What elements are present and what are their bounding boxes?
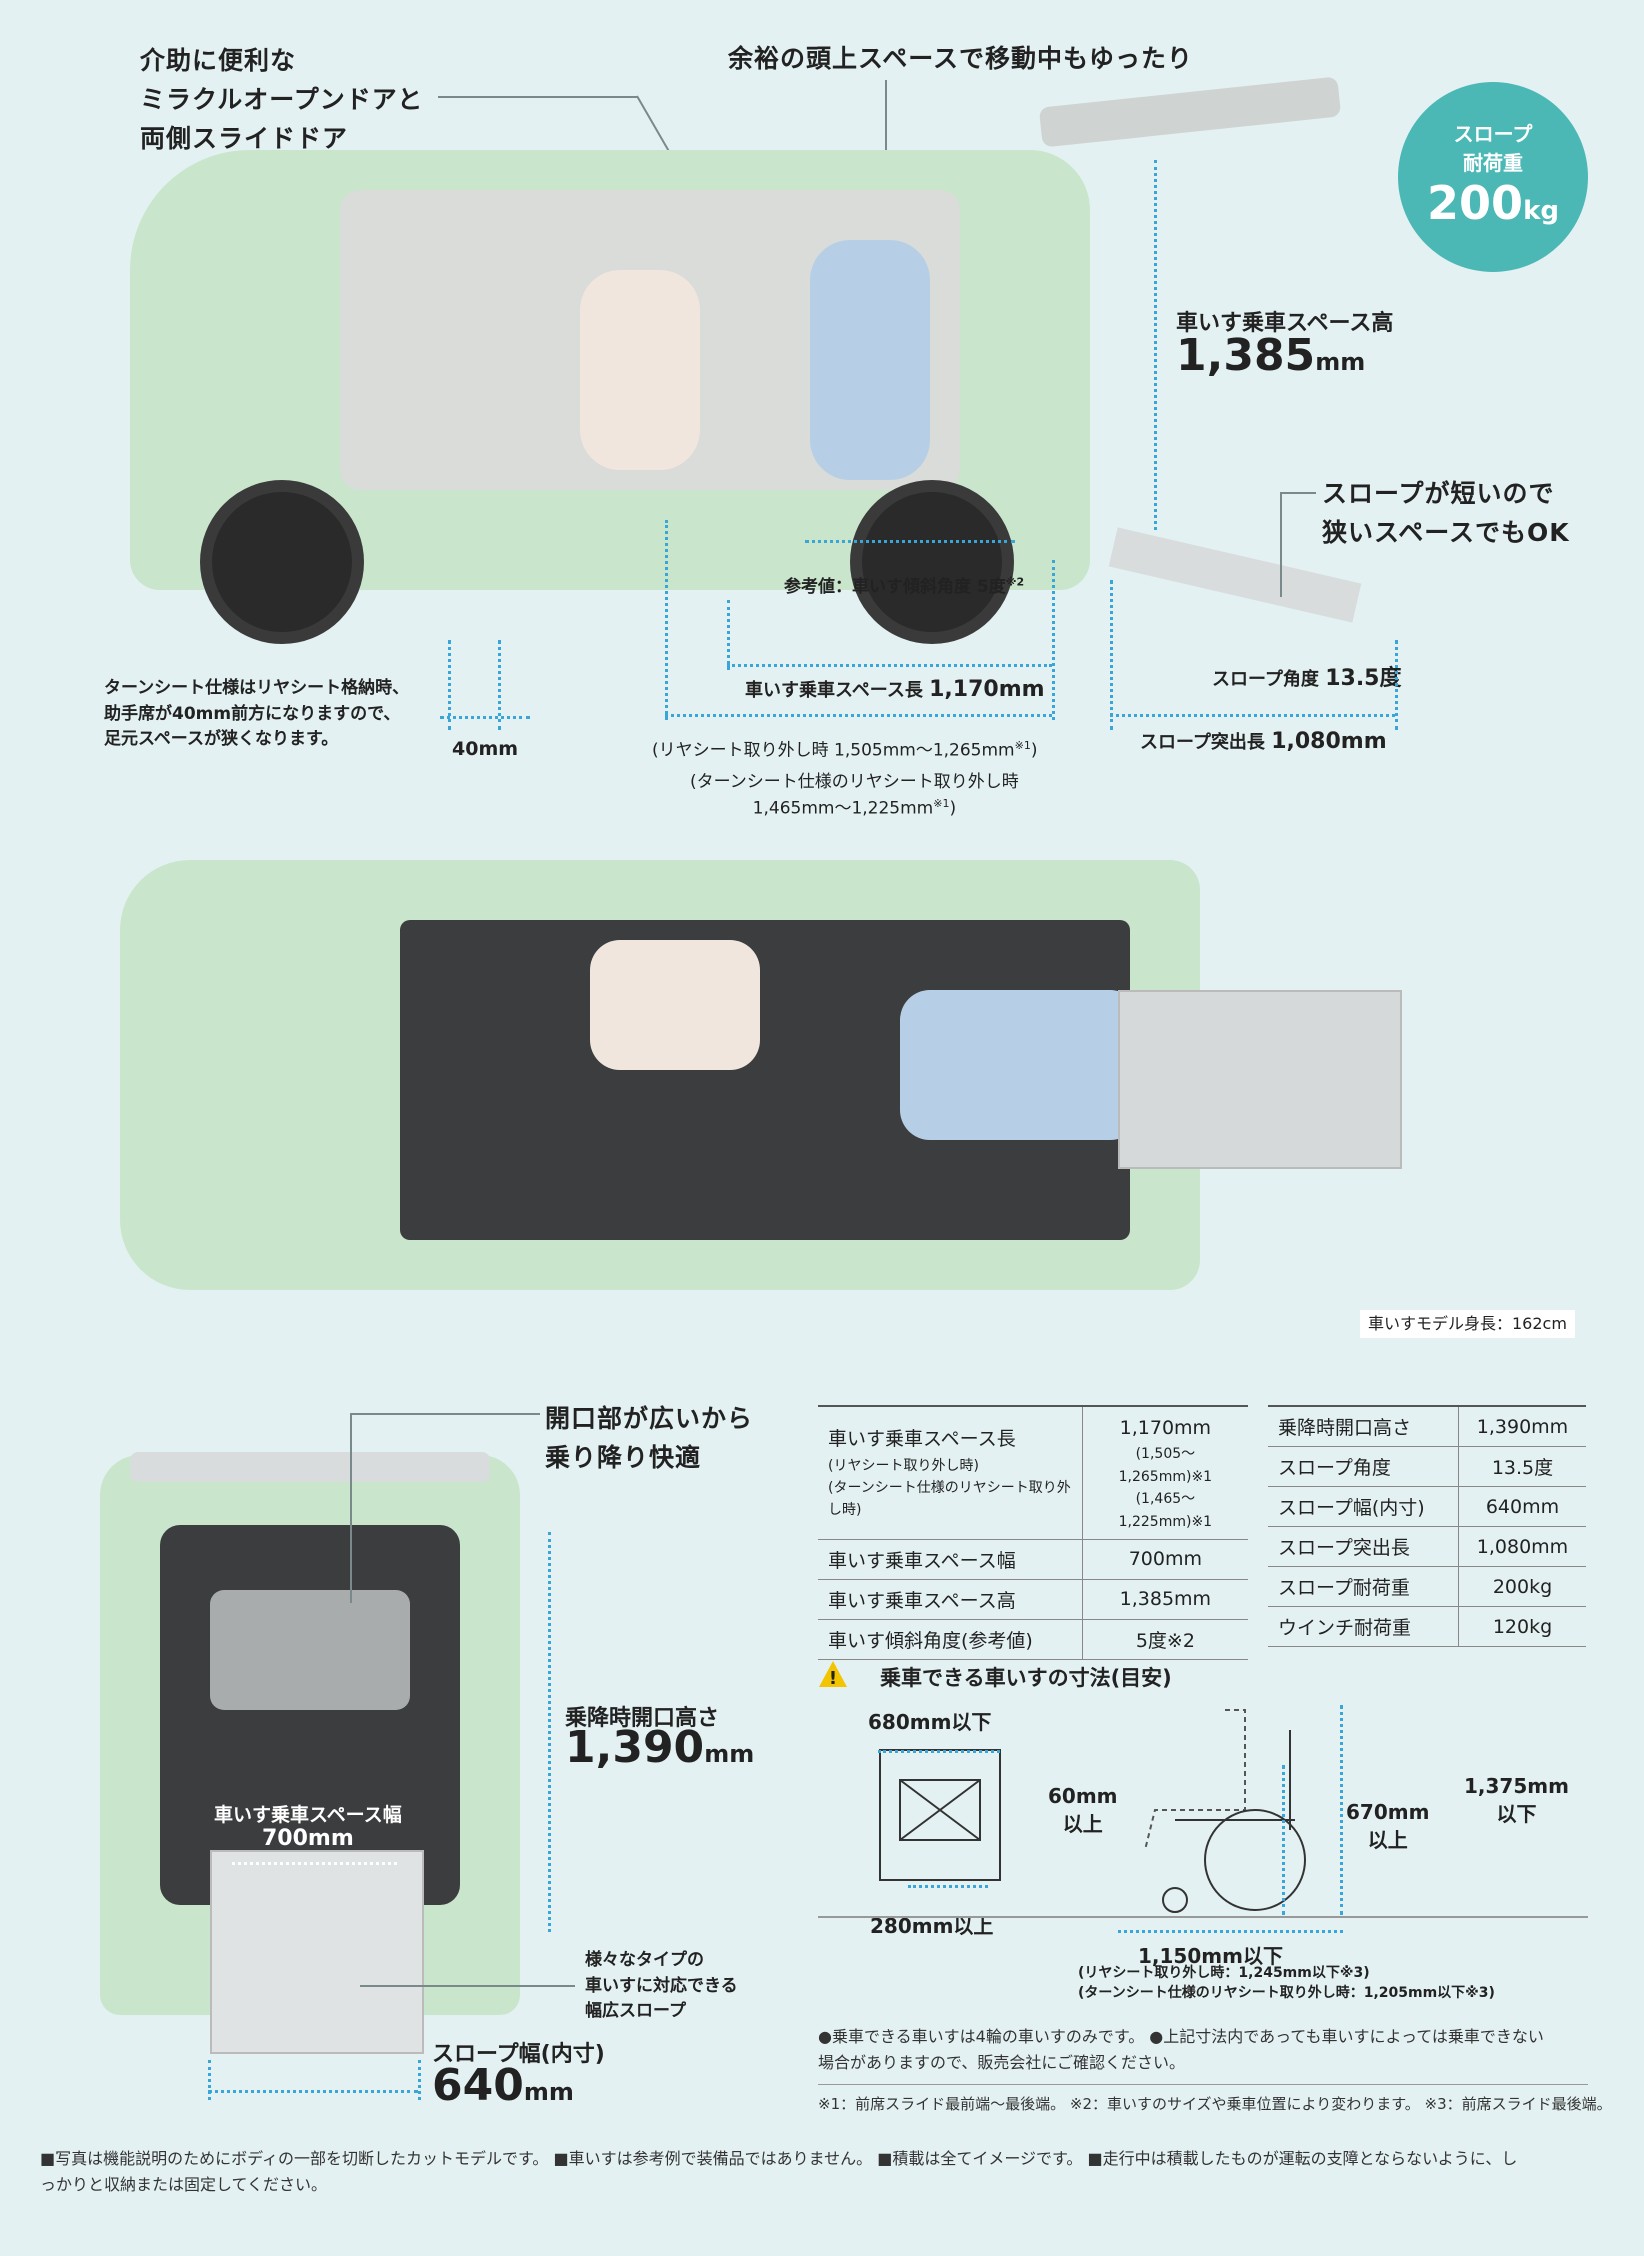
spec-table-left: 車いす乗車スペース長 (リヤシート取り外し時) (ターンシート仕様のリヤシート取… — [818, 1404, 1248, 1660]
width-value: 700mm — [262, 1826, 354, 1851]
forty-mm: 40mm — [452, 738, 519, 760]
front-wheel — [200, 480, 364, 644]
turn-removed-note: (ターンシート仕様のリヤシート取り外し時 1,465mm〜1,225mm※1) — [690, 772, 1019, 819]
ramp-angle: スロープ角度 13.5度 — [1212, 666, 1402, 691]
opening-height-value: 1,390mm — [565, 1722, 755, 1773]
mid-height-label: 670mm 以上 — [1346, 1800, 1430, 1852]
side-car-illustration — [130, 150, 1110, 644]
width-line — [232, 1862, 397, 1865]
height-dimension-line — [1154, 160, 1157, 530]
ramp-width-label: スロープ幅(内寸) — [432, 2042, 605, 2067]
length-max-label: 1,150mm以下 — [1138, 1944, 1283, 1968]
length-notes: (リヤシート取り外し時：1,245mm以下※3) (ターンシート仕様のリヤシート… — [1078, 1965, 1495, 2001]
width-max-line — [878, 1750, 1000, 1753]
leader-line — [350, 1413, 540, 1415]
ext-line — [1110, 580, 1113, 730]
model-height-label: 車いすモデル身長：162cm — [1360, 1310, 1575, 1338]
tilt-line — [805, 540, 1015, 543]
ramp-length: スロープ突出長 1,080mm — [1140, 729, 1387, 754]
leader-line — [350, 1413, 352, 1603]
wheelchair-passenger-figure — [810, 240, 930, 480]
rear-wheel — [850, 480, 1014, 644]
width-max-label: 680mm以下 — [868, 1710, 992, 1734]
length-label: 車いす乗車スペース長 1,170mm — [745, 677, 1045, 702]
base-min-line — [908, 1885, 988, 1888]
total-height-line — [1340, 1705, 1343, 1915]
height-value: 1,385mm — [1176, 330, 1366, 381]
rear-hatch-open — [1038, 76, 1342, 148]
conditions-note: ●乗車できる車いすは4輪の車いすのみです。 ●上記寸法内であっても車いすによって… — [818, 2027, 1544, 2072]
ext-line — [448, 640, 451, 730]
disclaimer: ■写真は機能説明のためにボディの一部を切断したカットモデルです。 ■車いすは参考… — [40, 2149, 1518, 2194]
ext-line — [665, 520, 668, 720]
ext-line — [1395, 640, 1398, 730]
leader-line — [1280, 492, 1316, 494]
ext-line — [1052, 560, 1055, 720]
ramp-width-value: 640mm — [432, 2060, 574, 2111]
callout-ramp-short: スロープが短いので 狭いスペースでもOK — [1322, 479, 1570, 547]
driver-top-figure — [590, 940, 760, 1070]
callout-doors: 介助に便利な ミラクルオープンドアと 両側スライドドア — [140, 46, 424, 153]
rear-removed-note: (リヤシート取り外し時 1,505mm〜1,265mm※1) — [652, 739, 1038, 761]
total-height-label: 1,375mm 以下 — [1464, 1774, 1569, 1826]
turn-seat-note: ターンシート仕様はリヤシート格納時、 助手席が40mm前方になりますので、 足元… — [104, 678, 410, 749]
table-row: スロープ幅(内寸)640mm — [1268, 1486, 1586, 1527]
svg-text:!: ! — [829, 1668, 837, 1688]
rear-hatch — [130, 1452, 490, 1482]
tilt-label: 参考値：車いす傾斜角度 5度※2 — [784, 575, 1025, 597]
seat-height-label: 60mm 以上 — [1048, 1784, 1118, 1836]
rear-opening — [160, 1525, 460, 1905]
rear-seats — [210, 1590, 410, 1710]
wheelchair-section-title: 乗車できる車いすの寸法(目安) — [880, 1666, 1172, 1690]
load-capacity-badge: スロープ 耐荷重 200kg — [1398, 82, 1588, 272]
leader-line — [438, 96, 638, 98]
wheelchair-side-diagram — [1144, 1709, 1306, 1913]
driver-figure — [580, 270, 700, 470]
removed-length-line — [665, 714, 1052, 717]
rear-ramp — [210, 1850, 424, 2054]
height-label: 車いす乗車スペース高 — [1176, 311, 1394, 336]
divider — [818, 2084, 1588, 2085]
ext-line — [418, 2060, 421, 2100]
width-label: 車いす乗車スペース幅 — [214, 1804, 402, 1826]
ramp-top — [1118, 990, 1402, 1169]
footnotes: ※1：前席スライド最前端〜最後端。 ※2：車いすのサイズや乗車位置により変わりま… — [818, 2095, 1612, 2113]
top-car-illustration — [120, 860, 1200, 1290]
warning-icon: ! — [818, 1660, 848, 1689]
wheelchair-top-figure — [900, 990, 1140, 1140]
ext-line — [208, 2060, 211, 2100]
callout-headroom: 余裕の頭上スペースで移動中もゆったり — [728, 44, 1194, 73]
mid-height-line — [1282, 1765, 1285, 1915]
table-row: 車いす乗車スペース長 (リヤシート取り外し時) (ターンシート仕様のリヤシート取… — [818, 1404, 1248, 1540]
opening-height-line — [548, 1532, 551, 1932]
leader-line — [360, 1985, 575, 1987]
base-min-label: 280mm以上 — [870, 1914, 994, 1938]
ground-line — [818, 1916, 1588, 1918]
table-row: 車いす傾斜角度(参考値)5度※2 — [818, 1619, 1248, 1660]
callout-wide-opening: 開口部が広いから 乗り降り快適 — [545, 1404, 754, 1472]
ramp-length-line — [1110, 714, 1395, 717]
ramp-width-line — [208, 2090, 418, 2093]
ext-line — [498, 640, 501, 730]
opening-height-label: 乗降時開口高さ — [565, 1706, 720, 1731]
ramp-description: 様々なタイプの 車いすに対応できる 幅広スロープ — [585, 1950, 738, 2021]
length-dimension-line — [727, 664, 1052, 667]
wheelchair-front-diagram — [879, 1749, 1001, 1881]
length-max-line — [1118, 1930, 1343, 1933]
leader-line — [1280, 492, 1282, 597]
forty-mm-line — [440, 716, 530, 719]
ext-line — [727, 600, 730, 670]
